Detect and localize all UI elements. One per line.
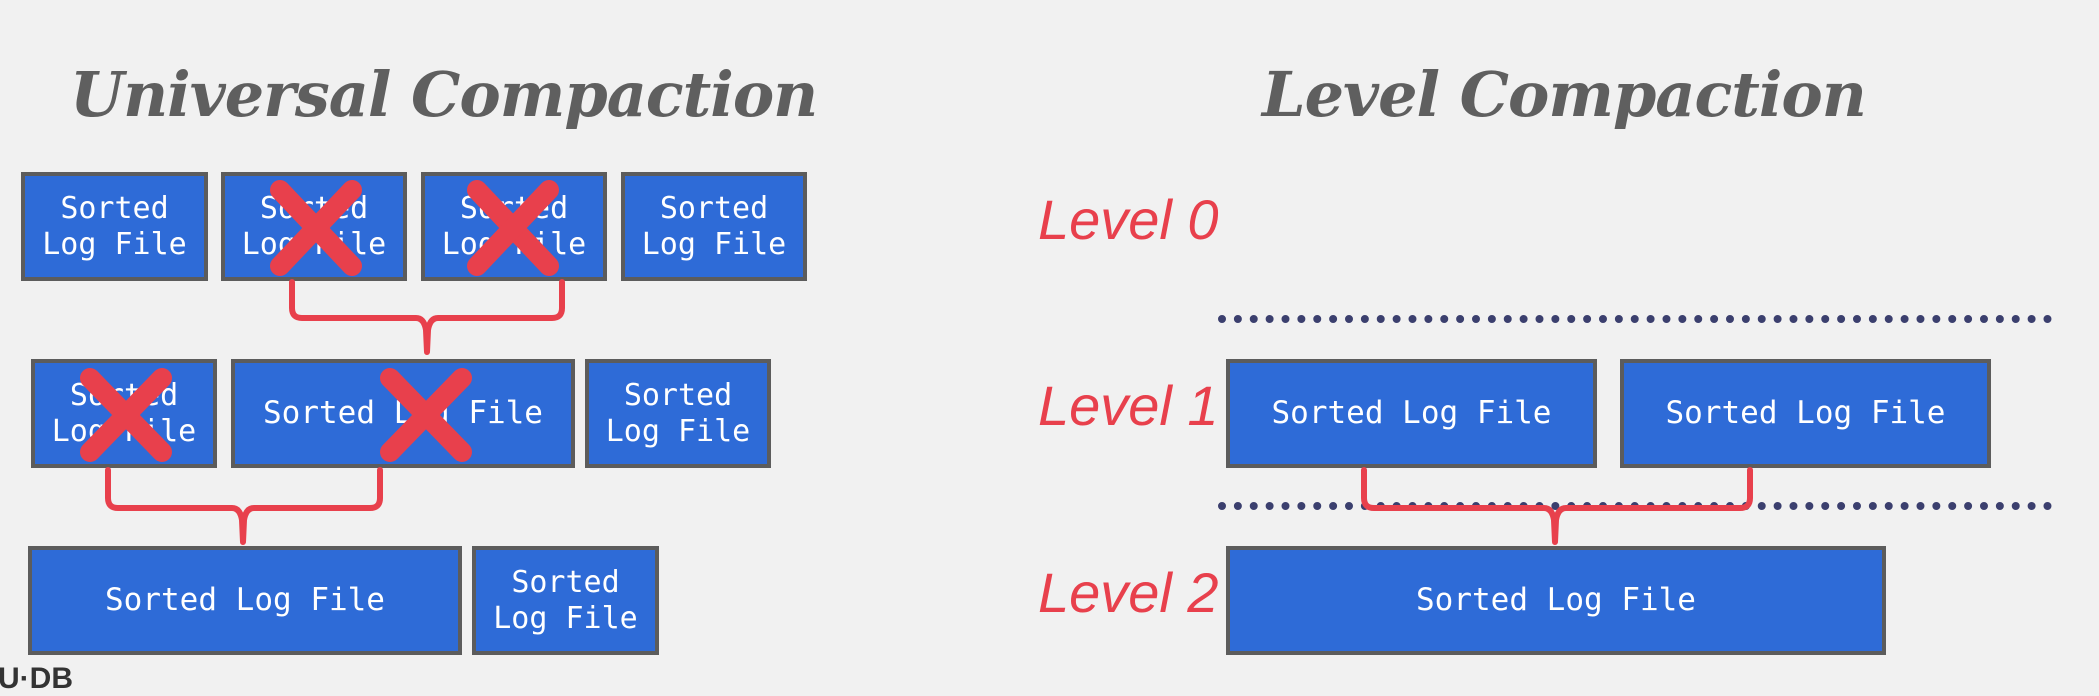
- level2-file-1: Sorted Log File: [1226, 546, 1886, 655]
- level-0-label: Level 0: [1038, 188, 1219, 251]
- x-mark-row2-file2: [380, 368, 472, 462]
- universal-compaction-title: Universal Compaction: [70, 58, 818, 131]
- merge-bracket-level1: [1361, 467, 1753, 545]
- level-1-label: Level 1: [1038, 374, 1219, 437]
- merge-bracket-row1: [289, 279, 565, 355]
- level1-file-1: Sorted Log File: [1226, 359, 1597, 468]
- universal-row3-file-1: Sorted Log File: [28, 546, 462, 655]
- level-divider-0-1: [1218, 315, 2052, 323]
- universal-row3-file-2: Sorted Log File: [472, 546, 659, 655]
- footer-logo: U·DB: [0, 662, 73, 695]
- level1-file-2: Sorted Log File: [1620, 359, 1991, 468]
- level-compaction-title: Level Compaction: [1262, 58, 1867, 131]
- x-mark-row2-file1: [80, 368, 172, 462]
- universal-row2-file-3: Sorted Log File: [585, 359, 771, 468]
- x-mark-row1-file3: [467, 180, 559, 276]
- universal-row1-file-4: Sorted Log File: [621, 172, 807, 281]
- merge-bracket-row2: [105, 467, 383, 545]
- universal-row1-file-2: Sorted Log File: [221, 172, 407, 281]
- universal-row1-file-1: Sorted Log File: [21, 172, 208, 281]
- level-2-label: Level 2: [1038, 561, 1219, 624]
- x-mark-row1-file2: [270, 180, 362, 276]
